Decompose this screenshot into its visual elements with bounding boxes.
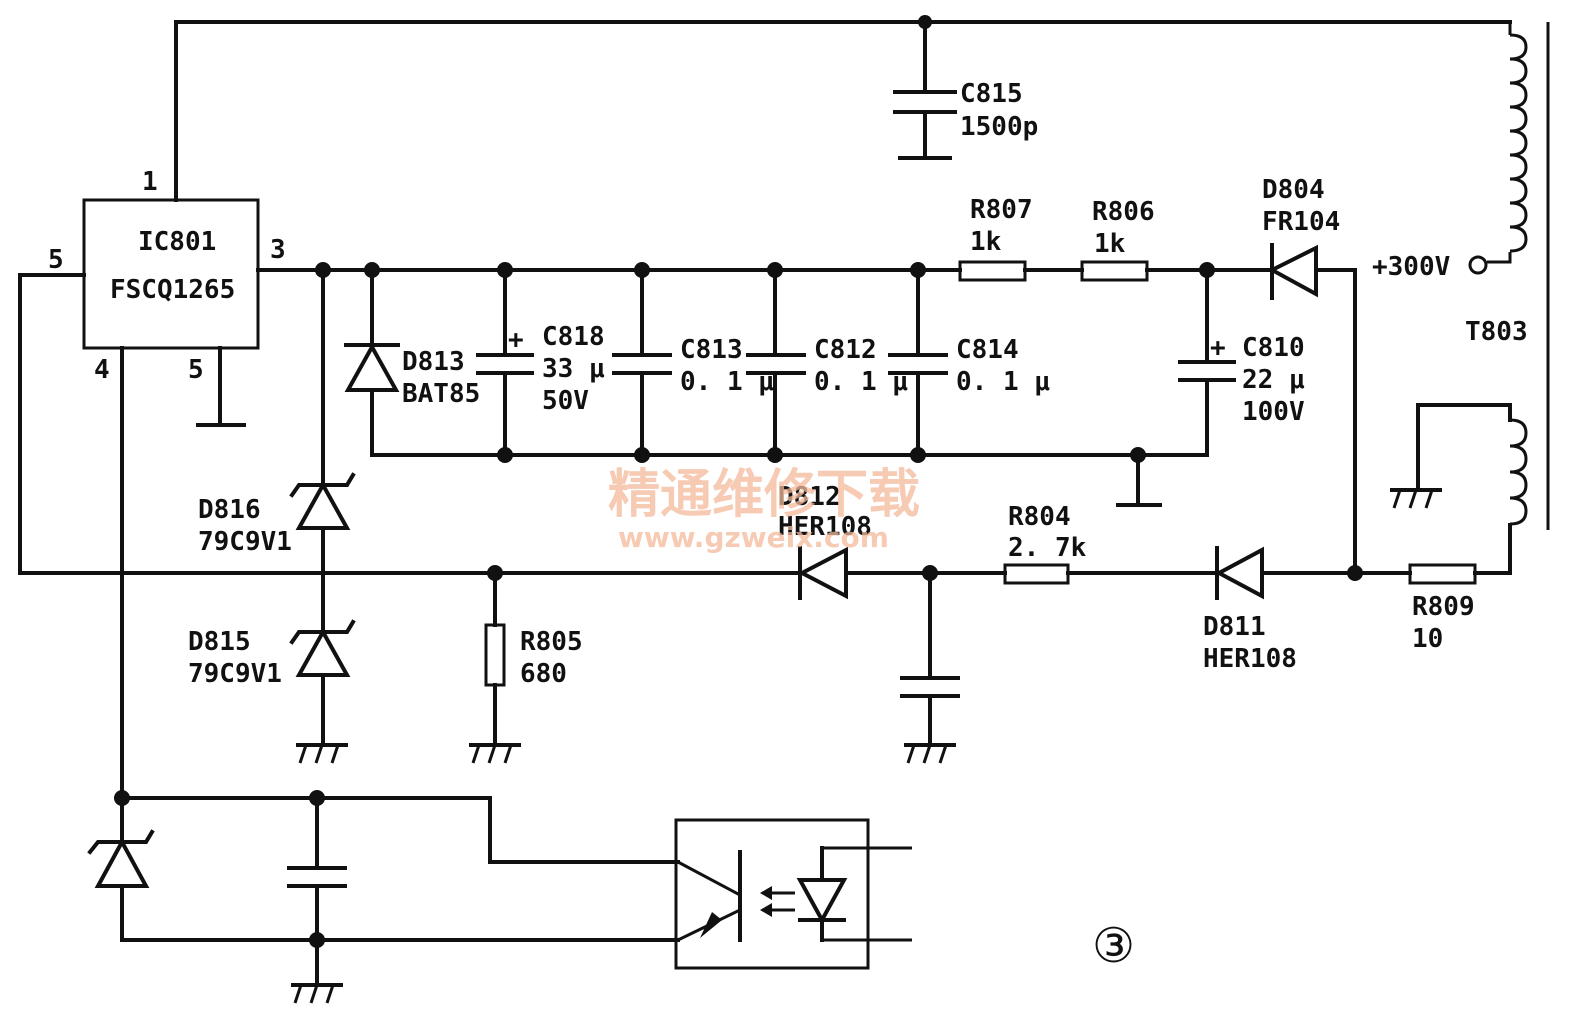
c815-capacitor: C815 1500p (893, 79, 1038, 160)
r809-resistor: R809 10 (1408, 563, 1477, 654)
watermark-title: 精通维修下载 (608, 465, 920, 525)
d816-part: 79C9V1 (198, 527, 292, 557)
ic801-part: FSCQ1265 (110, 275, 235, 305)
d811-part: HER108 (1203, 644, 1297, 674)
d812-ref: D812 (778, 482, 841, 512)
c810-capacitor: + C810 22 μ 100V (1178, 333, 1305, 427)
r806-value: 1k (1094, 229, 1126, 259)
c810-value: 22 μ (1242, 365, 1305, 395)
r804-ref: R804 (1008, 502, 1071, 532)
vin-terminal (1468, 255, 1488, 275)
c815-value: 1500p (960, 112, 1038, 142)
d815-zener: D815 79C9V1 (188, 619, 356, 689)
r804-value: 2. 7k (1008, 533, 1087, 563)
ic801-pin3: 3 (270, 235, 286, 265)
r805-resistor: R805 680 (484, 623, 583, 689)
d813-diode: D813 BAT85 (344, 342, 480, 409)
d804-ref: D804 (1262, 175, 1325, 205)
ic801-pin4: 4 (94, 355, 110, 385)
ic801-pin5-left: 5 (48, 245, 64, 275)
d816-zener: D816 79C9V1 (198, 472, 356, 557)
ground-icon (904, 743, 956, 764)
d813-ref: D813 (402, 347, 465, 377)
r809-ref: R809 (1412, 592, 1475, 622)
d804-diode: D804 FR104 (1262, 175, 1340, 300)
d813-part: BAT85 (402, 379, 480, 409)
d812-diode: D812 HER108 (778, 482, 872, 600)
r805-value: 680 (520, 659, 567, 689)
c812-ref: C812 (814, 335, 877, 365)
d811-ref: D811 (1203, 612, 1266, 642)
r807-ref: R807 (970, 195, 1033, 225)
ground-icon (296, 743, 348, 764)
figure-number: ③ (1092, 918, 1135, 974)
feedback-capacitor (287, 866, 347, 888)
r807-resistor: R807 1k (958, 195, 1033, 282)
d815-part: 79C9V1 (188, 659, 282, 689)
c812-capacitor: C812 0. 1 μ (746, 335, 908, 397)
d815-ref: D815 (188, 627, 251, 657)
c815-ref: C815 (960, 79, 1023, 109)
r809-value: 10 (1412, 624, 1443, 654)
r806-resistor: R806 1k (1080, 197, 1155, 282)
ic801-pin5-bottom: 5 (188, 355, 204, 385)
c814-value: 0. 1 μ (956, 367, 1050, 397)
ic801: IC801 FSCQ1265 1 3 5 4 5 (48, 167, 286, 427)
r805-ref: R805 (520, 627, 583, 657)
d811-diode: D811 HER108 (1203, 546, 1297, 674)
feedback-zener (87, 829, 155, 888)
ground-icon (469, 743, 521, 764)
c818-polarity-icon: + (508, 325, 524, 355)
c810-voltage: 100V (1242, 397, 1305, 427)
c810-polarity-icon: + (1210, 333, 1226, 363)
c814-capacitor: C814 0. 1 μ (888, 335, 1050, 397)
bottom-capacitor (900, 676, 960, 698)
c813-capacitor: C813 0. 1 μ (612, 335, 774, 397)
ground-symbols (291, 743, 956, 1004)
c810-ref: C810 (1242, 333, 1305, 363)
ic801-pin1: 1 (142, 167, 158, 197)
d812-part: HER108 (778, 512, 872, 542)
r806-ref: R806 (1092, 197, 1155, 227)
c813-ref: C813 (680, 335, 743, 365)
t803-label: T803 (1465, 317, 1528, 347)
d804-part: FR104 (1262, 207, 1340, 237)
d816-ref: D816 (198, 495, 261, 525)
ic801-ref: IC801 (138, 227, 216, 257)
c818-voltage: 50V (542, 386, 589, 416)
ground-icon (291, 983, 343, 1004)
wires (18, 20, 1512, 987)
c814-ref: C814 (956, 335, 1019, 365)
watermark-url: www.gzweix.com (618, 521, 889, 554)
r807-value: 1k (970, 227, 1002, 257)
c818-ref: C818 (542, 322, 605, 352)
r804-resistor: R804 2. 7k (1003, 502, 1087, 585)
c818-value: 33 μ (542, 354, 605, 384)
junction-dots (114, 15, 1363, 948)
c818-capacitor: + C818 33 μ 50V (476, 322, 605, 416)
vin-label: +300V (1372, 252, 1450, 282)
watermark: 精通维修下载 www.gzweix.com (608, 465, 920, 554)
optocoupler (674, 818, 912, 970)
transformer-t803: +300V T803 (1372, 22, 1550, 530)
